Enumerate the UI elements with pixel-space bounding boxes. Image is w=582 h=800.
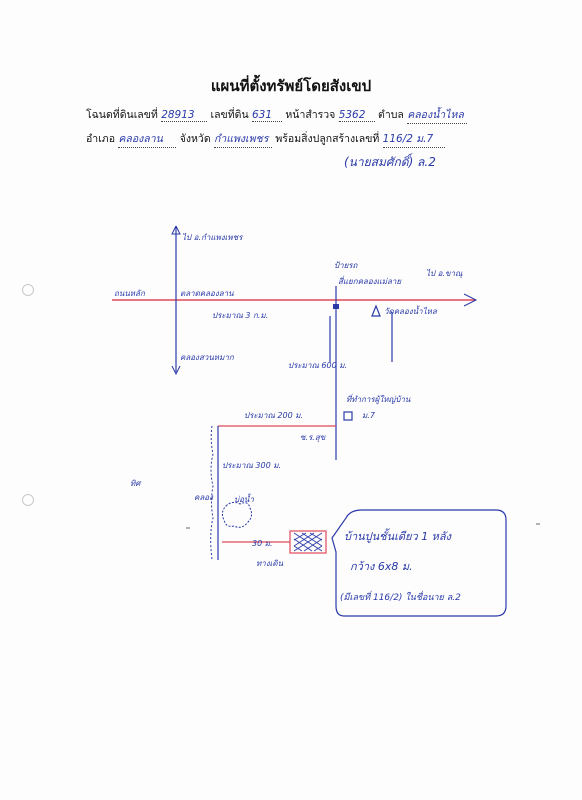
tambon-value: คลองน้ำไหล — [407, 106, 468, 124]
document-title: แผนที่ตั้งทรัพย์โดยสังเขป — [210, 77, 372, 95]
north-arrow-icon — [171, 225, 181, 235]
amphoe-value: คลองลาน — [118, 130, 177, 148]
label-village-no: ม.7 — [362, 411, 376, 420]
bubble-line-3: (มีเลขที่ 116/2) ในชื่อนาย ล.2 — [340, 590, 461, 603]
label-pond: บ่อน้ำ — [234, 493, 254, 504]
junction-marker — [333, 304, 339, 309]
bubble-line-2: กว้าง 6x8 ม. — [350, 560, 413, 573]
province-label: จังหวัด — [179, 133, 211, 145]
label-left-road: ถนนหลัก — [114, 289, 146, 298]
owner-note: (นายสมศักดิ์) ล.2 — [344, 155, 436, 169]
survey-label: หน้าสำรวจ — [285, 109, 336, 121]
label-market: ตลาดคลองลาน — [180, 289, 234, 298]
punch-hole — [22, 494, 34, 506]
label-south: คลองสวนหมาก — [180, 353, 235, 362]
callout-bubble — [331, 509, 507, 617]
label-dist-600: ประมาณ 600 ม. — [288, 361, 347, 370]
label-dist-30: 30 ม. — [252, 539, 273, 548]
label-temple: วัดคลองน้ำไหล — [384, 305, 438, 316]
label-soi: ซ.ร.สุข — [300, 433, 326, 443]
label-stop-sign: ป้ายรถ — [334, 261, 359, 270]
east-arrow-icon — [463, 293, 478, 307]
pond-icon — [221, 501, 253, 528]
building-number: 116/2 ม.7 — [382, 130, 445, 148]
label-west: ทิศ — [130, 479, 142, 488]
property-plot — [289, 530, 327, 554]
deed-line: โฉนดที่ดินเลขที่ 28913 เลขที่ดิน 631 หน้… — [86, 106, 468, 124]
label-dist-200: ประมาณ 200 ม. — [244, 411, 303, 420]
deed-label: โฉนดที่ดินเลขที่ — [86, 109, 158, 121]
survey-number: 5362 — [338, 109, 375, 122]
label-dist-3km: ประมาณ 3 ก.ม. — [212, 311, 268, 320]
land-no-label: เลขที่ดิน — [210, 109, 249, 121]
building-label: พร้อมสิ่งปลูกสร้างเลขที่ — [275, 133, 380, 145]
canal-line — [210, 425, 214, 561]
label-canal: คลอง — [194, 493, 214, 502]
tambon-label: ตำบล — [378, 109, 404, 121]
office-icon — [343, 411, 353, 421]
label-to-right: ไป อ.ขาณุ — [426, 268, 463, 279]
temple-icon — [371, 304, 381, 317]
label-dist-300-vertical: ประมาณ 300 ม. — [222, 461, 281, 470]
land-number: 631 — [252, 109, 282, 122]
punch-hole — [22, 284, 34, 296]
label-to-kamphaeng: ไป อ.กำแพงเพชร — [182, 232, 244, 242]
amphoe-line: อำเภอ คลองลาน จังหวัด กำแพงเพชร พร้อมสิ่… — [86, 130, 445, 148]
label-village-office: ที่ทำการผู้ใหญ่บ้าน — [346, 393, 411, 405]
south-arrow-icon — [171, 365, 181, 376]
property-hatch — [293, 532, 323, 552]
label-path: ทางเดิน — [256, 559, 284, 568]
bubble-line-1: บ้านปูนชั้นเดียว 1 หลัง — [344, 528, 453, 543]
province-value: กำแพงเพชร — [213, 130, 272, 148]
deed-number: 28913 — [161, 109, 208, 122]
label-junction: สี่แยกคลองแม่ลาย — [338, 275, 402, 286]
amphoe-label: อำเภอ — [86, 133, 116, 145]
